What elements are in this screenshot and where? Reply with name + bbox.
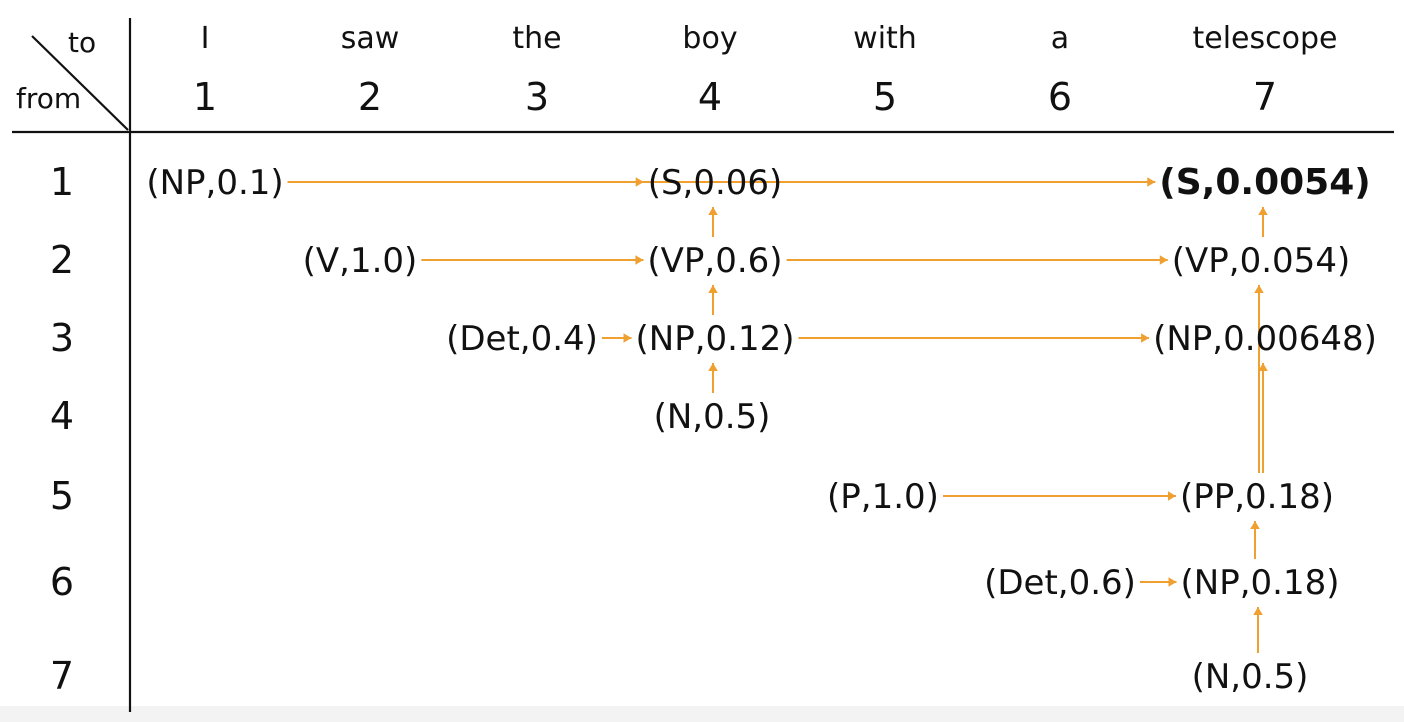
column-word: I bbox=[201, 21, 210, 56]
chart-cell-s17: (S,0.0054) bbox=[1159, 162, 1370, 203]
column-index: 4 bbox=[698, 75, 722, 119]
chart-cell-vp24: (VP,0.6) bbox=[647, 241, 782, 281]
column-word: the bbox=[512, 21, 561, 56]
row-index: 2 bbox=[50, 238, 74, 282]
corner-diagonal bbox=[31, 35, 129, 131]
column-word: saw bbox=[341, 21, 400, 56]
column-index: 7 bbox=[1253, 75, 1277, 119]
column-word: boy bbox=[682, 21, 737, 56]
row-index: 1 bbox=[50, 160, 74, 204]
backpointer-arrows bbox=[287, 177, 1268, 653]
row-index: 3 bbox=[50, 316, 74, 360]
chart-cell-n77: (N,0.5) bbox=[1192, 657, 1309, 697]
row-index: 7 bbox=[50, 654, 74, 698]
chart-cell-v22: (V,1.0) bbox=[303, 241, 418, 281]
chart-cell-det66: (Det,0.6) bbox=[984, 563, 1136, 603]
row-index: 6 bbox=[50, 560, 74, 604]
chart-cell-vp27: (VP,0.054) bbox=[1172, 241, 1350, 281]
column-index: 2 bbox=[358, 75, 382, 119]
row-index: 4 bbox=[50, 394, 74, 438]
chart-cell-np34: (NP,0.12) bbox=[636, 319, 795, 359]
chart-cell-p55: (P,1.0) bbox=[827, 477, 939, 517]
column-index: 6 bbox=[1048, 75, 1072, 119]
column-word: telescope bbox=[1193, 21, 1338, 56]
corner-from-label: from bbox=[16, 82, 81, 115]
chart-cell-s14: (S,0.06) bbox=[648, 163, 783, 203]
chart-cells: (NP,0.1) (V,1.0) (Det,0.4) (N,0.5) (NP,0.12)… bbox=[146, 162, 1377, 697]
chart-cell-det33: (Det,0.4) bbox=[446, 319, 598, 359]
corner-to-label: to bbox=[68, 26, 96, 59]
chart-cell-n44: (N,0.5) bbox=[654, 397, 771, 437]
column-index: 3 bbox=[525, 75, 549, 119]
footer-band bbox=[0, 706, 1404, 722]
row-headers: 1 2 3 4 5 6 7 bbox=[50, 160, 74, 698]
column-index: 1 bbox=[193, 75, 217, 119]
column-word: with bbox=[853, 21, 917, 56]
chart-cell-np11: (NP,0.1) bbox=[146, 163, 283, 203]
row-index: 5 bbox=[50, 474, 74, 518]
chart-cell-np37: (NP,0.00648) bbox=[1153, 319, 1377, 359]
chart-cell-pp57: (PP,0.18) bbox=[1180, 477, 1334, 517]
column-index: 5 bbox=[873, 75, 897, 119]
chart-cell-np67: (NP,0.18) bbox=[1181, 563, 1340, 603]
column-word: a bbox=[1051, 21, 1069, 56]
column-headers: I 1 saw 2 the 3 boy 4 with 5 a 6 telescope 7 bbox=[193, 21, 1338, 119]
